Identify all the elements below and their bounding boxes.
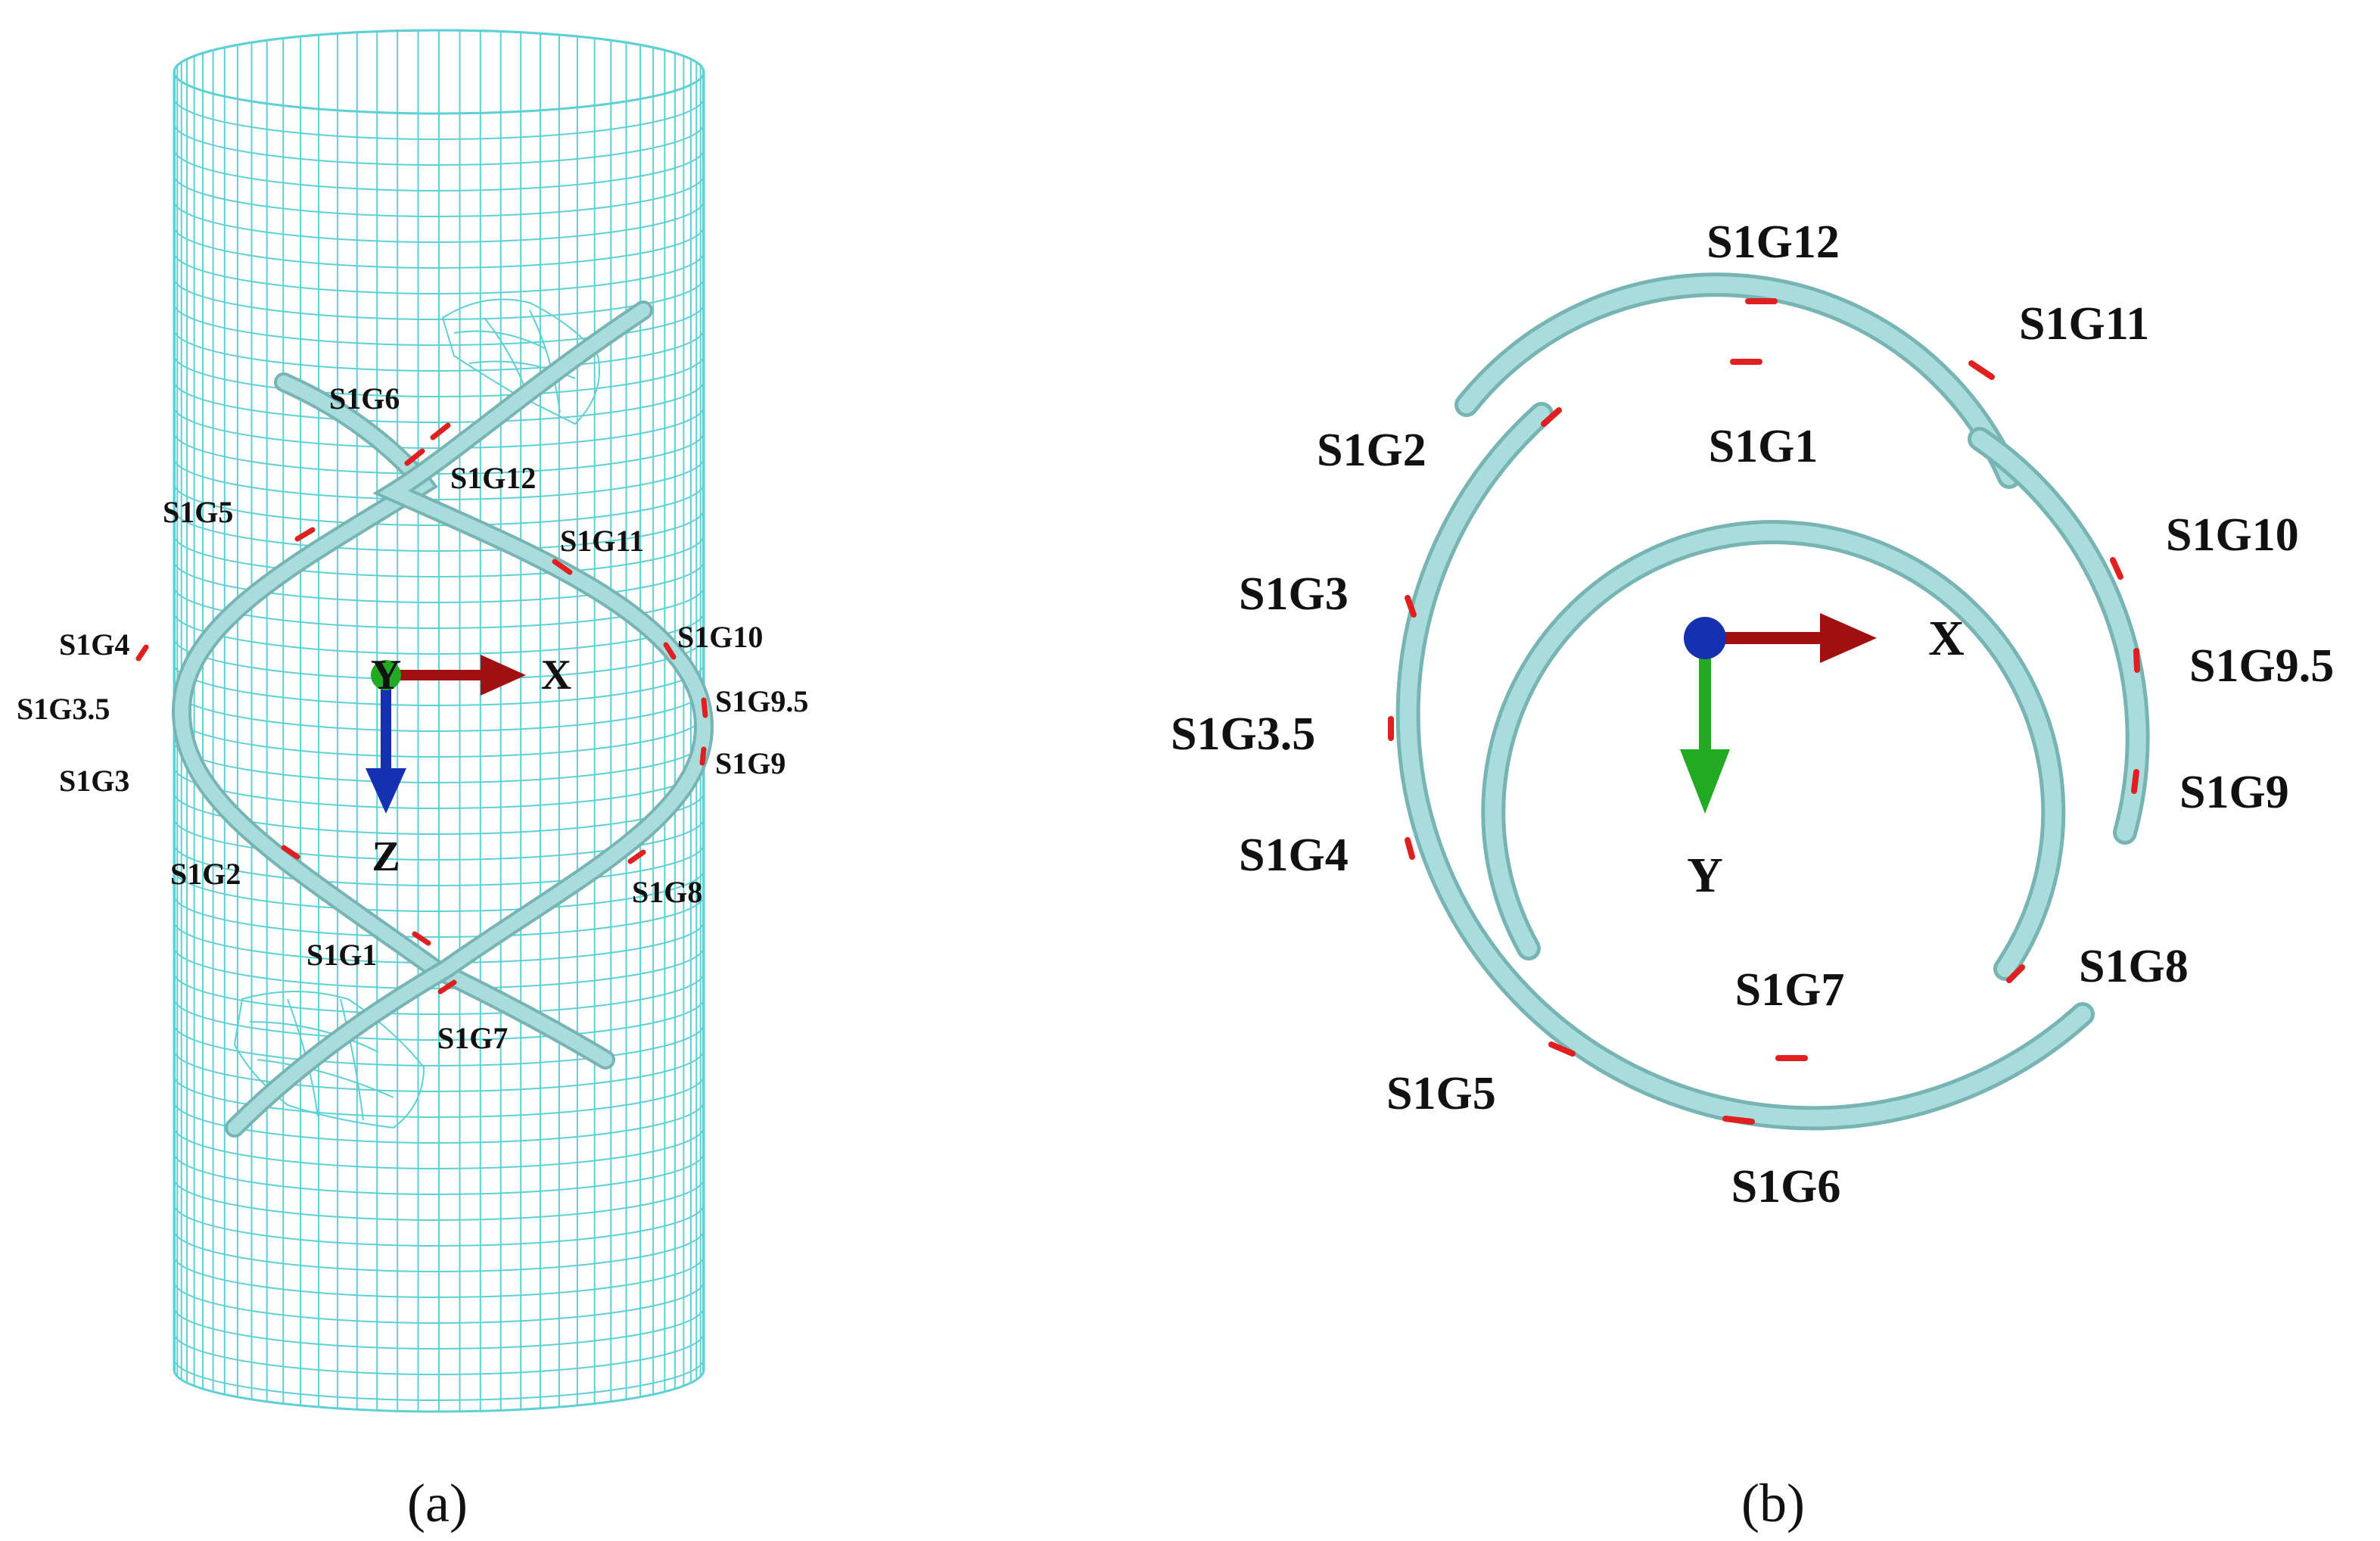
sensor-labels-a: S1G6 S1G12 S1G5 S1G11 S1G4 S1G10 S1G3.5 …: [17, 381, 808, 1055]
axis-triad-b: X Y: [1680, 611, 1965, 903]
label-s1g9: S1G9: [2179, 767, 2289, 818]
axis-label-y: Y: [371, 652, 401, 699]
sensor-mark: [294, 527, 316, 542]
label-s1g10: S1G10: [677, 620, 763, 654]
axis-label-z: Z: [372, 833, 400, 880]
sensor-mark: [1405, 595, 1417, 618]
sensor-mark: [2131, 769, 2139, 794]
label-s1g95: S1G9.5: [715, 684, 808, 718]
label-s1g1: S1G1: [306, 938, 377, 972]
sensor-mark: [663, 642, 677, 660]
label-s1g12: S1G12: [450, 461, 536, 495]
sensor-mark: [437, 979, 457, 995]
sensor-mark: [701, 697, 708, 718]
y-arrow-icon: [1680, 749, 1730, 814]
label-s1g35: S1G3.5: [1171, 708, 1315, 760]
label-s1g11: S1G11: [2019, 298, 2149, 350]
label-s1g6: S1G6: [329, 381, 400, 416]
sensor-mark: [1722, 1116, 1755, 1125]
sensor-mark: [699, 746, 707, 766]
label-s1g2: S1G2: [1317, 425, 1426, 476]
sensor-mark: [412, 931, 431, 946]
label-s1g3: S1G3: [1239, 568, 1349, 620]
sensor-mark: [281, 845, 300, 860]
label-s1g4: S1G4: [59, 627, 129, 662]
sensor-labels-b: S1G12 S1G11 S1G2 S1G1 S1G10 S1G3 S1G9.5 …: [1171, 216, 2334, 1213]
sensor-mark: [2006, 964, 2025, 983]
z-arrow-icon: [366, 768, 406, 814]
sensor-mark: [1405, 837, 1415, 860]
x-arrow-icon: [1820, 613, 1877, 663]
sensor-mark: [552, 559, 573, 575]
z-axis-dot-icon: [1684, 617, 1726, 659]
label-s1g6: S1G6: [1731, 1161, 1841, 1213]
label-s1g35: S1G3.5: [17, 692, 110, 726]
caption-b: (b): [1741, 1473, 1805, 1533]
axis-label-x: X: [1928, 611, 1965, 666]
label-s1g1: S1G1: [1709, 421, 1818, 472]
caption-a: (a): [407, 1473, 468, 1533]
sensor-mark: [2110, 557, 2123, 580]
x-arrow-icon: [481, 655, 526, 696]
label-s1g11: S1G11: [560, 524, 644, 558]
panel-b: X Y S1G12 S1G11 S1G2 S1G1 S1G10 S1G3 S1G…: [1171, 216, 2334, 1533]
axis-triad-a: Y X Z: [366, 652, 571, 880]
label-s1g5: S1G5: [163, 495, 233, 529]
label-s1g95: S1G9.5: [2189, 640, 2334, 692]
label-s1g2: S1G2: [170, 857, 241, 891]
ring-tube: [1395, 272, 2150, 1131]
label-s1g7: S1G7: [437, 1021, 508, 1055]
sensor-mark: [1541, 407, 1562, 427]
panel-a: Y X Z S1G6 S1G12 S1G5 S1G11 S1G4 S1G10 S…: [17, 29, 808, 1533]
label-s1g8: S1G8: [632, 875, 702, 909]
label-s1g12: S1G12: [1706, 216, 1840, 268]
sensor-mark: [627, 849, 646, 864]
cylinder-mesh: [173, 29, 705, 1413]
label-s1g9: S1G9: [715, 746, 786, 780]
sensor-mark: [404, 448, 425, 466]
sensor-mark: [1548, 1041, 1576, 1057]
label-s1g8: S1G8: [2079, 941, 2189, 992]
sensor-marks-b: [1388, 298, 2140, 1125]
sensor-mark: [430, 422, 451, 441]
label-s1g7: S1G7: [1735, 964, 1845, 1016]
axis-label-y: Y: [1687, 848, 1723, 903]
label-s1g4: S1G4: [1239, 830, 1349, 881]
sensor-mark: [135, 644, 149, 662]
sensor-marks-a: [135, 422, 708, 995]
y-axis-dot-icon: [371, 660, 401, 690]
sensor-mark: [2133, 648, 2140, 673]
label-s1g5: S1G5: [1386, 1068, 1496, 1119]
label-s1g10: S1G10: [2166, 509, 2299, 561]
label-s1g3: S1G3: [59, 764, 129, 798]
sensor-mark: [1968, 360, 1995, 380]
axis-label-x: X: [541, 652, 571, 699]
